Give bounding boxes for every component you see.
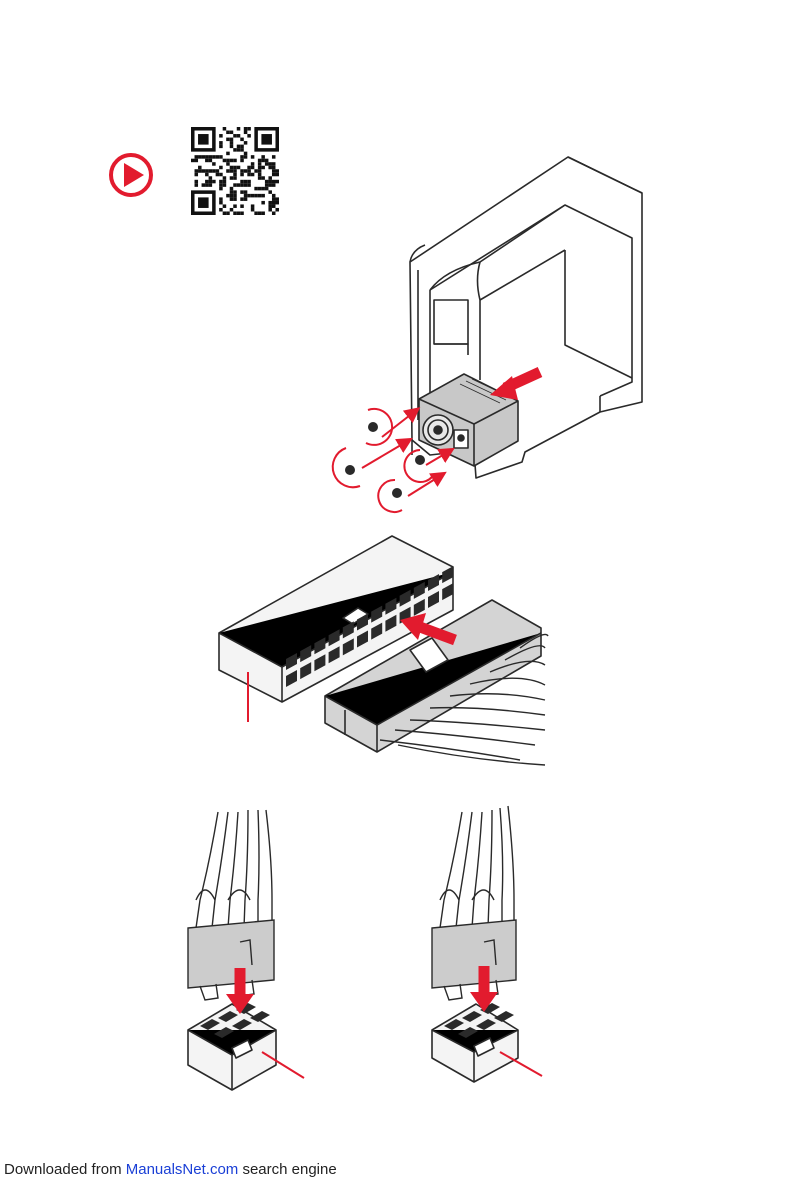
pc-case-diagram bbox=[410, 157, 642, 478]
cpu-power-header-right bbox=[432, 1003, 518, 1082]
cpu-power-cable-right bbox=[432, 806, 516, 1000]
footer-suffix: search engine bbox=[238, 1161, 336, 1178]
download-footer: Downloaded from ManualsNet.com search en… bbox=[4, 1161, 337, 1178]
footer-prefix: Downloaded from bbox=[4, 1161, 126, 1178]
cpu-power-cable-left bbox=[188, 810, 274, 1000]
play-icon[interactable] bbox=[111, 155, 151, 195]
cpu-power-header-left bbox=[188, 1003, 276, 1090]
qr-code-icon[interactable] bbox=[191, 127, 279, 215]
manualsnet-link[interactable]: ManualsNet.com bbox=[126, 1161, 239, 1178]
